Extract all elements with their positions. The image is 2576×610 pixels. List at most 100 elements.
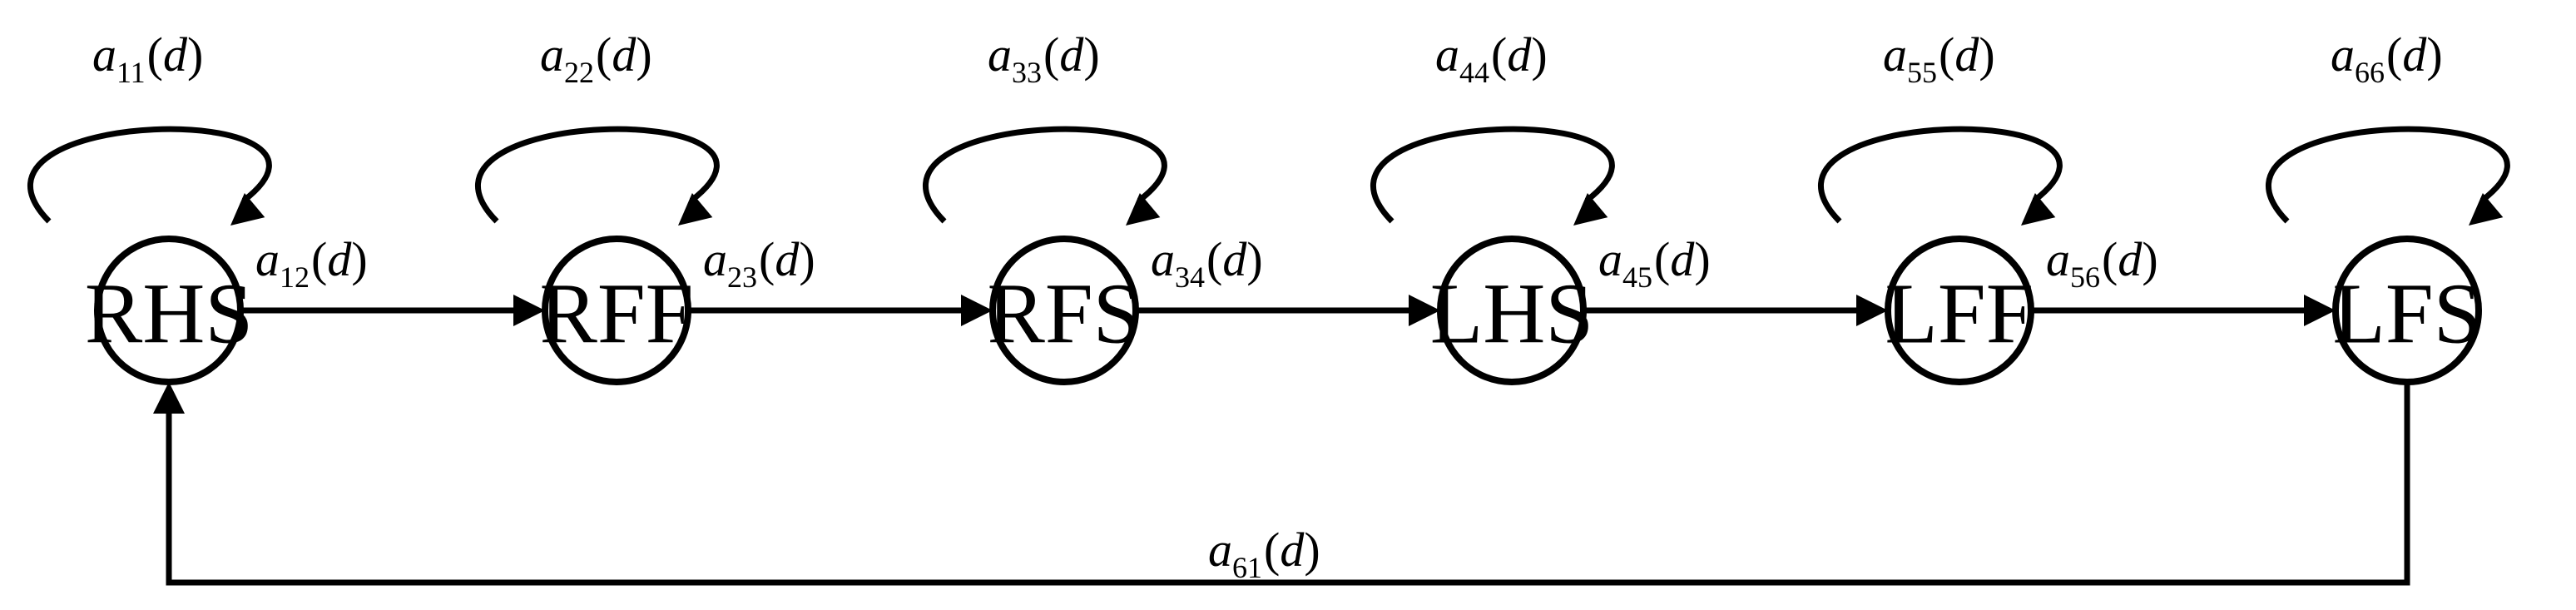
- transition-label: a23(d): [703, 232, 815, 294]
- transition-labels: a11(d)a22(d)a33(d)a44(d)a55(d)a66(d)a12(…: [92, 27, 2443, 584]
- label-subscript: 56: [2070, 260, 2100, 294]
- label-argument: d: [1222, 232, 1247, 286]
- self-loop-arrowhead: [1573, 193, 1608, 226]
- label-argument: d: [1059, 27, 1084, 82]
- label-close-paren: ): [1083, 27, 1099, 82]
- label-subscript: 66: [2355, 56, 2385, 89]
- self-loop-s3: [923, 126, 1167, 224]
- label-subscript: 34: [1175, 260, 1205, 294]
- label-subscript: 22: [564, 56, 594, 89]
- state-node-lff: [1885, 236, 2034, 385]
- transition-arrowhead: [1409, 295, 1440, 326]
- label-close-paren: ): [2426, 27, 2442, 82]
- return-transition-edge: [166, 382, 2410, 586]
- return-transition-label: a61(d): [1208, 523, 1320, 584]
- label-argument: d: [1507, 27, 1532, 82]
- label-argument: d: [2118, 232, 2143, 286]
- self-loop-label: a22(d): [540, 27, 652, 89]
- state-node-rff: [542, 236, 691, 385]
- state-label: RFS: [987, 266, 1141, 362]
- label-close-paren: ): [1979, 27, 1994, 82]
- transition-arrowhead: [513, 295, 545, 326]
- label-symbol: a: [1151, 232, 1175, 286]
- label-close-paren: ): [1304, 523, 1320, 577]
- return-transition-arrowhead: [153, 382, 185, 414]
- label-open-paren: (: [311, 232, 327, 286]
- label-subscript: 61: [1232, 551, 1262, 584]
- transition-label: a34(d): [1151, 232, 1263, 294]
- label-subscript: 23: [727, 260, 757, 294]
- label-close-paren: ): [187, 27, 203, 82]
- label-close-paren: ): [2142, 232, 2157, 286]
- label-symbol: a: [703, 232, 727, 286]
- label-subscript: 45: [1622, 260, 1652, 294]
- label-symbol: a: [988, 27, 1012, 82]
- state-label: LFS: [2332, 266, 2481, 362]
- self-loop-s6: [2266, 126, 2510, 224]
- label-close-paren: ): [1246, 232, 1262, 286]
- transition-arrowhead: [1856, 295, 1888, 326]
- label-symbol: a: [1598, 232, 1622, 286]
- transition-label: a12(d): [255, 232, 368, 294]
- label-close-paren: ): [351, 232, 367, 286]
- label-argument: d: [612, 27, 637, 82]
- label-symbol: a: [2046, 232, 2070, 286]
- label-subscript: 33: [1012, 56, 1042, 89]
- label-argument: d: [327, 232, 352, 286]
- label-symbol: a: [1435, 27, 1459, 82]
- label-argument: d: [1670, 232, 1695, 286]
- label-subscript: 55: [1907, 56, 1937, 89]
- label-symbol: a: [92, 27, 116, 82]
- state-node-lfs: [2332, 236, 2482, 385]
- self-loop-label: a44(d): [1435, 27, 1548, 89]
- state-node-lhs: [1437, 236, 1587, 385]
- label-symbol: a: [2331, 27, 2355, 82]
- label-close-paren: ): [799, 232, 815, 286]
- self-loop-arrowhead: [678, 193, 713, 226]
- label-open-paren: (: [147, 27, 163, 82]
- label-argument: d: [2402, 27, 2427, 82]
- self-loop-arrowhead: [1126, 193, 1161, 226]
- label-argument: d: [1280, 523, 1305, 577]
- self-loop-s2: [475, 126, 720, 224]
- state-nodes: RHS RFF RFS LHS LFF LFS: [85, 236, 2482, 385]
- label-close-paren: ): [636, 27, 651, 82]
- label-open-paren: (: [2386, 27, 2402, 82]
- label-open-paren: (: [1206, 232, 1222, 286]
- label-open-paren: (: [1491, 27, 1507, 82]
- self-loop-s4: [1370, 126, 1615, 224]
- label-open-paren: (: [2102, 232, 2118, 286]
- transition-arrowhead: [2304, 295, 2336, 326]
- self-loop-label: a33(d): [988, 27, 1100, 89]
- self-loop-arrowhead: [230, 193, 265, 226]
- label-symbol: a: [540, 27, 564, 82]
- label-open-paren: (: [1264, 523, 1280, 577]
- transition-label: a45(d): [1598, 232, 1711, 294]
- self-loop-arrowhead: [2469, 193, 2504, 226]
- label-argument: d: [163, 27, 188, 82]
- state-label: LHS: [1430, 266, 1593, 362]
- state-node-rfs: [989, 236, 1139, 385]
- transition-arrowhead: [961, 295, 993, 326]
- state-label: RFF: [539, 266, 693, 362]
- self-loop-s5: [1818, 126, 2063, 224]
- transition-label: a56(d): [2046, 232, 2158, 294]
- label-argument: d: [775, 232, 800, 286]
- label-open-paren: (: [596, 27, 612, 82]
- transition-edges: [27, 126, 2510, 586]
- label-argument: d: [1954, 27, 1979, 82]
- self-loop-label: a11(d): [92, 27, 203, 89]
- label-subscript: 44: [1459, 56, 1489, 89]
- label-open-paren: (: [759, 232, 775, 286]
- label-symbol: a: [1208, 523, 1232, 577]
- label-symbol: a: [255, 232, 280, 286]
- state-node-rhs: [94, 236, 244, 385]
- label-subscript: 12: [280, 260, 310, 294]
- label-close-paren: ): [1694, 232, 1710, 286]
- label-symbol: a: [1883, 27, 1907, 82]
- state-label: LFF: [1885, 266, 2034, 362]
- state-label: RHS: [85, 266, 253, 362]
- self-loop-label: a66(d): [2331, 27, 2443, 89]
